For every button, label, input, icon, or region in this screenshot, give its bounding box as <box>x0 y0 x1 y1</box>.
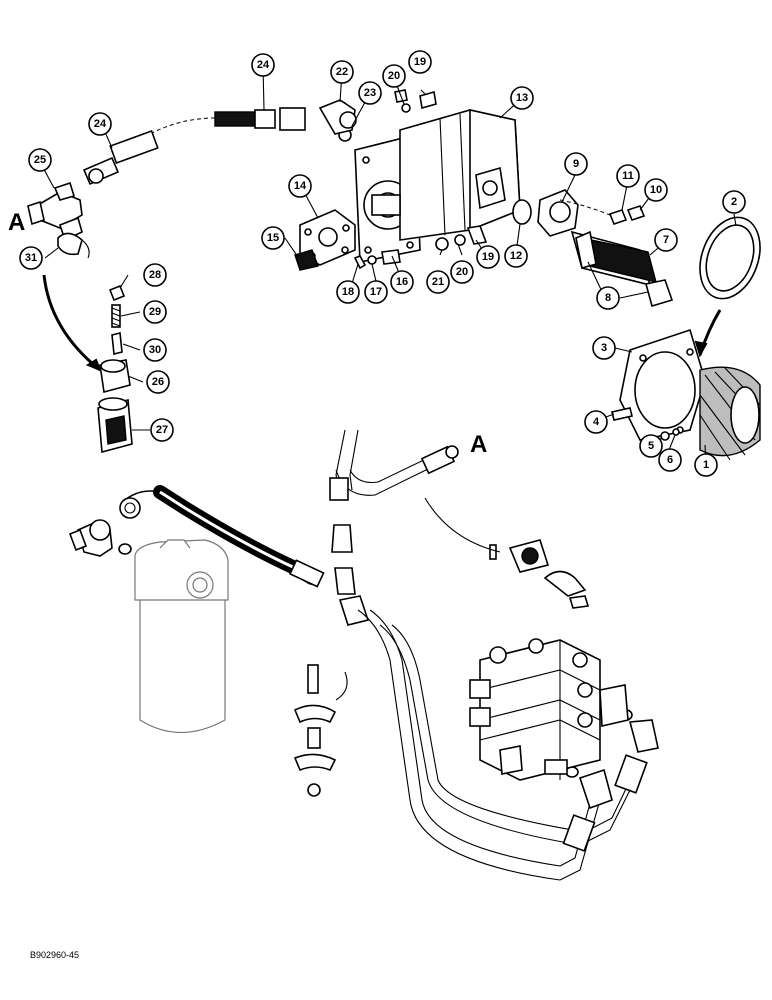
relief-valve-parts <box>97 284 133 454</box>
svg-text:6: 6 <box>667 454 673 466</box>
svg-text:15: 15 <box>267 232 279 244</box>
callout-15: 15 <box>261 226 285 250</box>
callout-3: 3 <box>592 336 616 360</box>
callout-13: 13 <box>510 86 534 110</box>
clamp-hardware <box>293 664 348 797</box>
svg-text:10: 10 <box>650 184 662 196</box>
pump-flange-parts <box>294 89 488 271</box>
svg-text:3: 3 <box>601 342 607 354</box>
svg-text:2: 2 <box>731 196 737 208</box>
svg-text:24: 24 <box>94 118 107 130</box>
callout-5: 5 <box>639 434 663 458</box>
callout-12: 12 <box>504 244 528 268</box>
svg-text:17: 17 <box>370 286 382 298</box>
callout-14: 14 <box>288 174 312 198</box>
svg-text:20: 20 <box>456 266 468 278</box>
filter-elbow-fitting <box>68 519 132 557</box>
hydraulic-pump <box>354 109 521 263</box>
svg-text:24: 24 <box>257 59 270 71</box>
callout-20-lower: 20 <box>450 260 474 284</box>
svg-text:11: 11 <box>622 170 634 182</box>
reference-letter-a-upper: A <box>8 209 25 236</box>
svg-text:13: 13 <box>516 92 528 104</box>
svg-text:14: 14 <box>294 180 307 192</box>
callout-30: 30 <box>143 338 167 362</box>
strainer-assembly <box>611 216 761 461</box>
figure-code: B902960-45 <box>30 950 79 960</box>
svg-text:21: 21 <box>432 276 444 288</box>
callout-16: 16 <box>390 270 414 294</box>
control-valve <box>469 638 629 781</box>
pressure-tubes <box>329 429 659 881</box>
callout-2: 2 <box>722 190 746 214</box>
callout-24-upper: 24 <box>251 53 275 77</box>
svg-text:26: 26 <box>152 376 164 388</box>
callout-17: 17 <box>364 280 388 304</box>
reference-letter-a-lower: A <box>470 431 487 458</box>
callout-19-upper: 19 <box>408 50 432 74</box>
callout-10: 10 <box>644 178 668 202</box>
callout-1: 1 <box>694 453 718 477</box>
svg-text:5: 5 <box>648 440 654 452</box>
upper-hose <box>82 107 306 186</box>
svg-text:29: 29 <box>149 306 161 318</box>
suction-tube-assembly <box>512 189 674 308</box>
callout-8: 8 <box>596 286 620 310</box>
suction-hose <box>119 485 325 588</box>
callout-9: 9 <box>564 152 588 176</box>
callout-27: 27 <box>150 418 174 442</box>
callout-4: 4 <box>584 410 608 434</box>
callout-7: 7 <box>654 228 678 252</box>
svg-text:25: 25 <box>34 154 46 166</box>
svg-text:8: 8 <box>605 292 611 304</box>
svg-text:1: 1 <box>703 459 709 471</box>
callout-19-lower: 19 <box>476 245 500 269</box>
callout-6: 6 <box>658 448 682 472</box>
svg-text:19: 19 <box>482 251 494 263</box>
svg-text:7: 7 <box>663 234 669 246</box>
detail-arrow-left <box>42 274 102 372</box>
svg-text:22: 22 <box>336 66 348 78</box>
svg-text:20: 20 <box>388 70 400 82</box>
callout-21: 21 <box>426 270 450 294</box>
callout-24-lower: 24 <box>88 112 112 136</box>
svg-text:28: 28 <box>149 269 161 281</box>
callout-22: 22 <box>330 60 354 84</box>
callout-28: 28 <box>143 263 167 287</box>
svg-text:9: 9 <box>573 158 579 170</box>
callout-29: 29 <box>143 300 167 324</box>
callout-26: 26 <box>146 370 170 394</box>
callout-11: 11 <box>616 164 640 188</box>
svg-text:27: 27 <box>156 424 168 436</box>
callout-31: 31 <box>19 246 43 270</box>
callout-20-upper: 20 <box>382 64 406 88</box>
svg-text:19: 19 <box>414 56 426 68</box>
svg-text:18: 18 <box>342 286 354 298</box>
svg-text:31: 31 <box>25 252 37 264</box>
svg-text:12: 12 <box>510 250 522 262</box>
svg-text:16: 16 <box>396 276 408 288</box>
svg-text:30: 30 <box>149 344 161 356</box>
filter-housing-ghost <box>134 539 229 734</box>
callout-23: 23 <box>358 81 382 105</box>
callout-25: 25 <box>28 148 52 172</box>
tee-fitting <box>27 181 90 259</box>
svg-text:4: 4 <box>593 416 600 428</box>
svg-text:23: 23 <box>364 87 376 99</box>
tube-clamp <box>424 497 590 609</box>
pump-inlet-elbow <box>318 99 357 135</box>
callout-18: 18 <box>336 280 360 304</box>
